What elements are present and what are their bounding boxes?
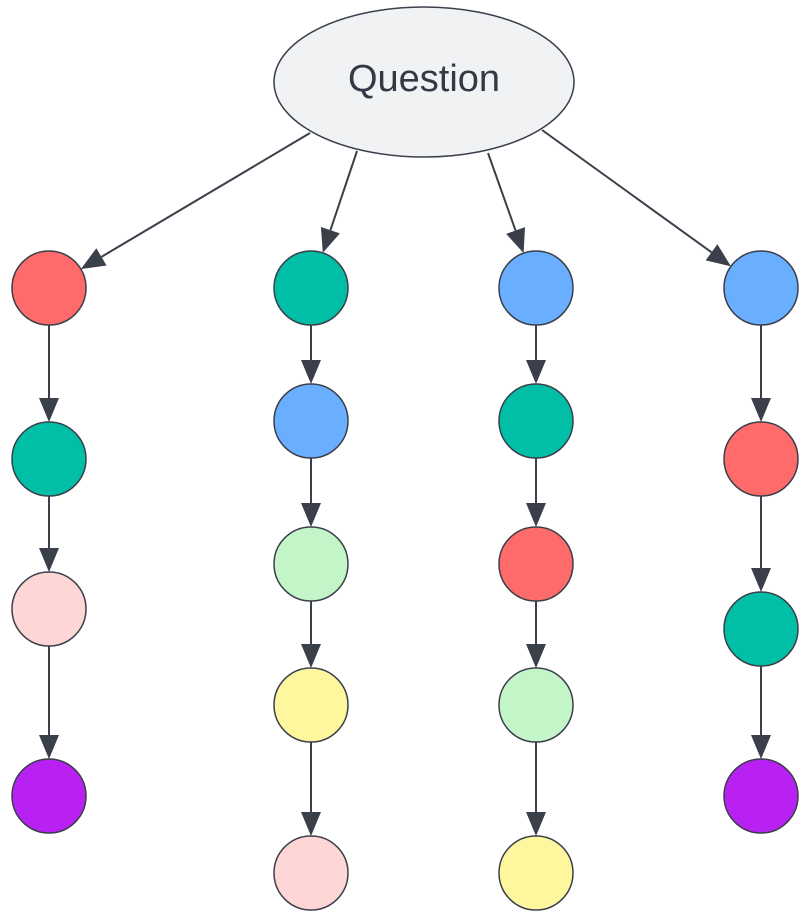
edges-layer bbox=[39, 129, 771, 836]
branch-4-node-2-red bbox=[723, 421, 799, 497]
branch-1-node-4-purple bbox=[11, 758, 87, 834]
branch-2-node-3-light-green bbox=[273, 526, 349, 602]
branch-4-root-edge-arrowhead bbox=[705, 244, 731, 267]
branch-4-root-edge-line bbox=[541, 129, 713, 254]
branch-4-node-3-teal bbox=[723, 591, 799, 667]
branch-4-edge-1-arrowhead bbox=[751, 398, 771, 422]
branch-4-node-1-blue bbox=[723, 250, 799, 326]
branch-1-edge-2-arrowhead bbox=[39, 548, 59, 572]
branch-4-edge-3-arrowhead bbox=[751, 735, 771, 759]
root-node bbox=[273, 6, 575, 158]
branch-3-root-edge-line bbox=[487, 152, 517, 231]
nodes-layer: Question bbox=[11, 6, 799, 911]
branch-3-node-2-teal bbox=[498, 383, 574, 459]
branch-3-edge-4-arrowhead bbox=[526, 812, 546, 836]
branch-1-root-edge-arrowhead bbox=[80, 248, 107, 270]
root-label: Question bbox=[348, 58, 500, 100]
branch-2-root-edge-line bbox=[329, 150, 358, 231]
branch-2-edge-1-arrowhead bbox=[301, 360, 321, 384]
branch-1-root-edge-line bbox=[100, 132, 311, 258]
branch-2-node-1-teal bbox=[273, 250, 349, 326]
branch-1-node-1-red bbox=[11, 250, 87, 326]
branch-3-edge-1-arrowhead bbox=[526, 360, 546, 384]
branch-2-root-edge-arrowhead bbox=[320, 226, 340, 253]
branch-3-edge-3-arrowhead bbox=[526, 644, 546, 668]
branch-2-node-2-blue bbox=[273, 383, 349, 459]
branch-2-node-4-light-yellow bbox=[273, 667, 349, 743]
branch-2-edge-3-arrowhead bbox=[301, 644, 321, 668]
branch-3-node-3-red bbox=[498, 526, 574, 602]
branch-4-edge-2-arrowhead bbox=[751, 568, 771, 592]
branch-2-edge-2-arrowhead bbox=[301, 503, 321, 527]
branch-2-node-5-light-pink bbox=[273, 835, 349, 911]
branch-3-edge-2-arrowhead bbox=[526, 503, 546, 527]
branch-1-edge-3-arrowhead bbox=[39, 735, 59, 759]
branch-3-root-edge-arrowhead bbox=[506, 227, 525, 254]
branch-1-node-2-teal bbox=[11, 421, 87, 497]
branch-2-edge-4-arrowhead bbox=[301, 812, 321, 836]
branch-4-node-4-purple bbox=[723, 758, 799, 834]
branch-1-edge-1-arrowhead bbox=[39, 398, 59, 422]
branch-3-node-4-light-green bbox=[498, 667, 574, 743]
branch-3-node-5-light-yellow bbox=[498, 835, 574, 911]
branch-1-node-3-light-pink bbox=[11, 571, 87, 647]
branch-3-node-1-blue bbox=[498, 250, 574, 326]
